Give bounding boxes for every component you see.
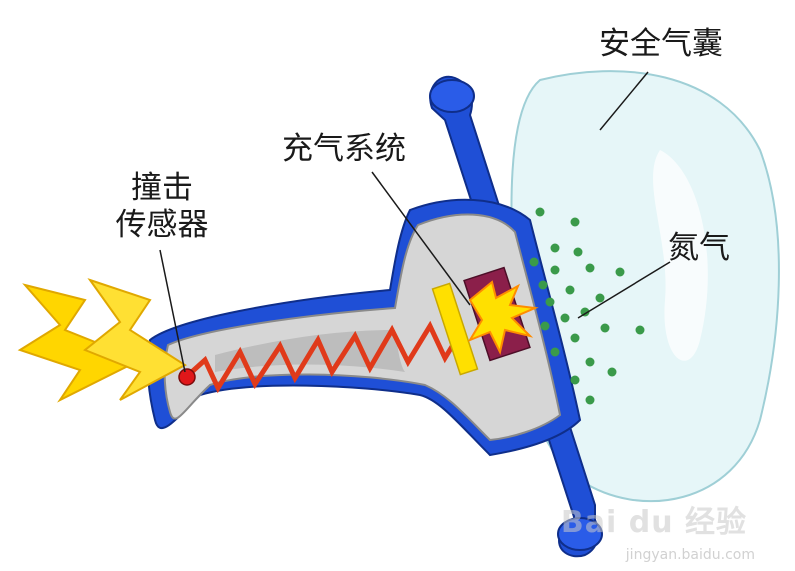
nitrogen-dot <box>570 333 580 343</box>
nitrogen-dot <box>529 257 539 267</box>
nitrogen-dot <box>550 243 560 253</box>
nitrogen-dot <box>560 313 570 323</box>
explosion-burst <box>467 280 539 355</box>
lightning-bolt-left <box>17 283 143 403</box>
watermark-brand: Bai du 经验 <box>560 505 747 540</box>
label-crash-sensor: 撞击 传感器 <box>97 170 227 244</box>
spring-wire <box>183 320 465 394</box>
leader-nitrogen <box>577 261 671 319</box>
nitrogen-dot <box>550 265 560 275</box>
nitrogen-dot <box>607 367 617 377</box>
label-crash-sensor-line1: 撞击 <box>131 170 193 206</box>
watermark-url: jingyan.baidu.com <box>625 547 755 563</box>
nitrogen-dot <box>570 217 580 227</box>
nitrogen-dot <box>550 347 560 357</box>
nitrogen-dot <box>585 263 595 273</box>
leader-inflator <box>371 171 471 306</box>
crash-sensor-dot <box>178 368 196 386</box>
label-inflator: 充气系统 <box>282 131 406 167</box>
nitrogen-dot <box>573 247 583 257</box>
nitrogen-dot <box>570 375 580 385</box>
nitrogen-dot <box>615 267 625 277</box>
nitrogen-dot <box>600 323 610 333</box>
label-nitrogen: 氮气 <box>668 230 730 266</box>
nitrogen-dot <box>545 297 555 307</box>
nitrogen-dot <box>540 321 550 331</box>
steering-wheel-bottom-cap <box>557 517 603 551</box>
airbag-highlight <box>653 150 708 361</box>
nitrogen-dots <box>529 207 645 405</box>
nitrogen-dot <box>585 357 595 367</box>
label-airbag: 安全气囊 <box>599 26 723 62</box>
nitrogen-dot <box>565 285 575 295</box>
inflator-body <box>163 213 562 442</box>
leader-airbag <box>599 71 649 131</box>
lightning-bolt-right <box>83 278 187 401</box>
nitrogen-dot <box>535 207 545 217</box>
igniter-plate <box>431 282 479 376</box>
nitrogen-dot <box>635 325 645 335</box>
label-crash-sensor-line2: 传感器 <box>115 207 209 244</box>
nitrogen-dot <box>538 280 548 290</box>
nitrogen-dot <box>585 395 595 405</box>
steering-wheel-top-cap <box>429 79 475 113</box>
leader-crash-sensor <box>159 249 186 373</box>
nitrogen-dot <box>595 293 605 303</box>
